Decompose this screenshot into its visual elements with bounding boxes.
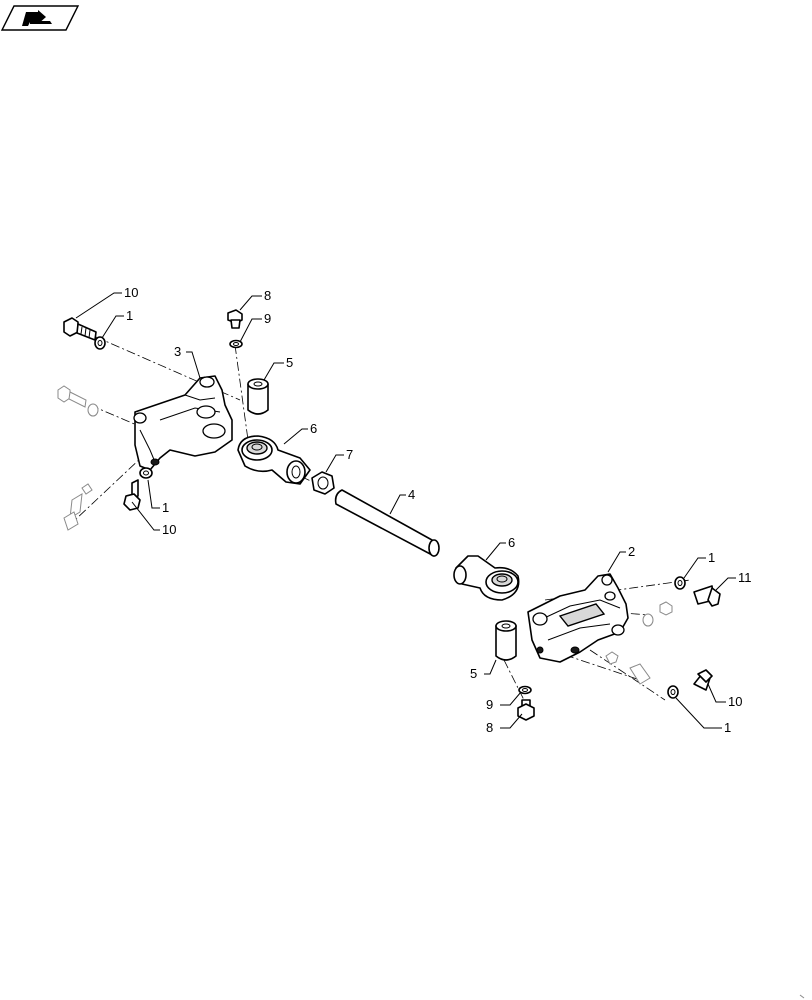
washer-right-bottom	[667, 685, 679, 699]
ghost-bolt-left-lower	[63, 483, 93, 531]
callout-5-top: 5	[286, 355, 293, 370]
washer-right-top	[674, 576, 686, 590]
callout-11: 11	[738, 570, 752, 585]
callout-labels: 10 1 8 9 3 5 6 7 1 10 4 6 2 1 11 5 9 8 1…	[124, 285, 752, 735]
callout-10-right: 10	[728, 694, 742, 709]
washer-mid-left	[139, 467, 153, 479]
bolt-bottom	[517, 699, 535, 721]
ghost-bolt-left-upper	[57, 385, 99, 417]
bolt-top	[227, 309, 243, 329]
callout-2: 2	[628, 544, 635, 559]
bolt-right-top	[693, 585, 721, 607]
rod-tube	[334, 489, 440, 557]
callout-6-right: 6	[508, 535, 515, 550]
callout-1-right-top: 1	[708, 550, 715, 565]
callout-10-mid-left: 10	[162, 522, 176, 537]
callout-1-mid-left: 1	[162, 500, 169, 515]
washer-top	[229, 339, 243, 349]
callout-3: 3	[174, 344, 181, 359]
callout-5-bottom: 5	[470, 666, 477, 681]
callout-8-bottom: 8	[486, 720, 493, 735]
rod-end-right	[453, 555, 520, 601]
callout-1-right-bottom: 1	[724, 720, 731, 735]
ghost-bolt-right-upper	[642, 601, 673, 627]
callout-9-bottom: 9	[486, 697, 493, 712]
bushing-bottom	[495, 620, 517, 661]
callout-7: 7	[346, 447, 353, 462]
washer-bottom	[518, 685, 532, 695]
callout-10-top-left: 10	[124, 285, 138, 300]
callout-4: 4	[408, 487, 415, 502]
callout-8-top: 8	[264, 288, 271, 303]
callout-9-top: 9	[264, 311, 271, 326]
ghost-bolt-right-lower	[605, 651, 651, 685]
nut	[311, 471, 335, 495]
left-bracket	[133, 375, 233, 471]
callout-6-left: 6	[310, 421, 317, 436]
rod-end-left	[237, 435, 311, 485]
right-bracket	[527, 573, 629, 663]
leader-lines	[75, 292, 736, 729]
callout-1-top-left: 1	[126, 308, 133, 323]
bushing-top	[247, 378, 269, 415]
washer-top-left	[94, 336, 106, 350]
bolt-mid-left	[123, 479, 141, 511]
corner-tick-mark	[799, 994, 805, 999]
bolt-right-bottom	[693, 669, 713, 691]
folded-page-icon[interactable]	[0, 5, 80, 31]
bolt-top-left	[63, 317, 97, 341]
